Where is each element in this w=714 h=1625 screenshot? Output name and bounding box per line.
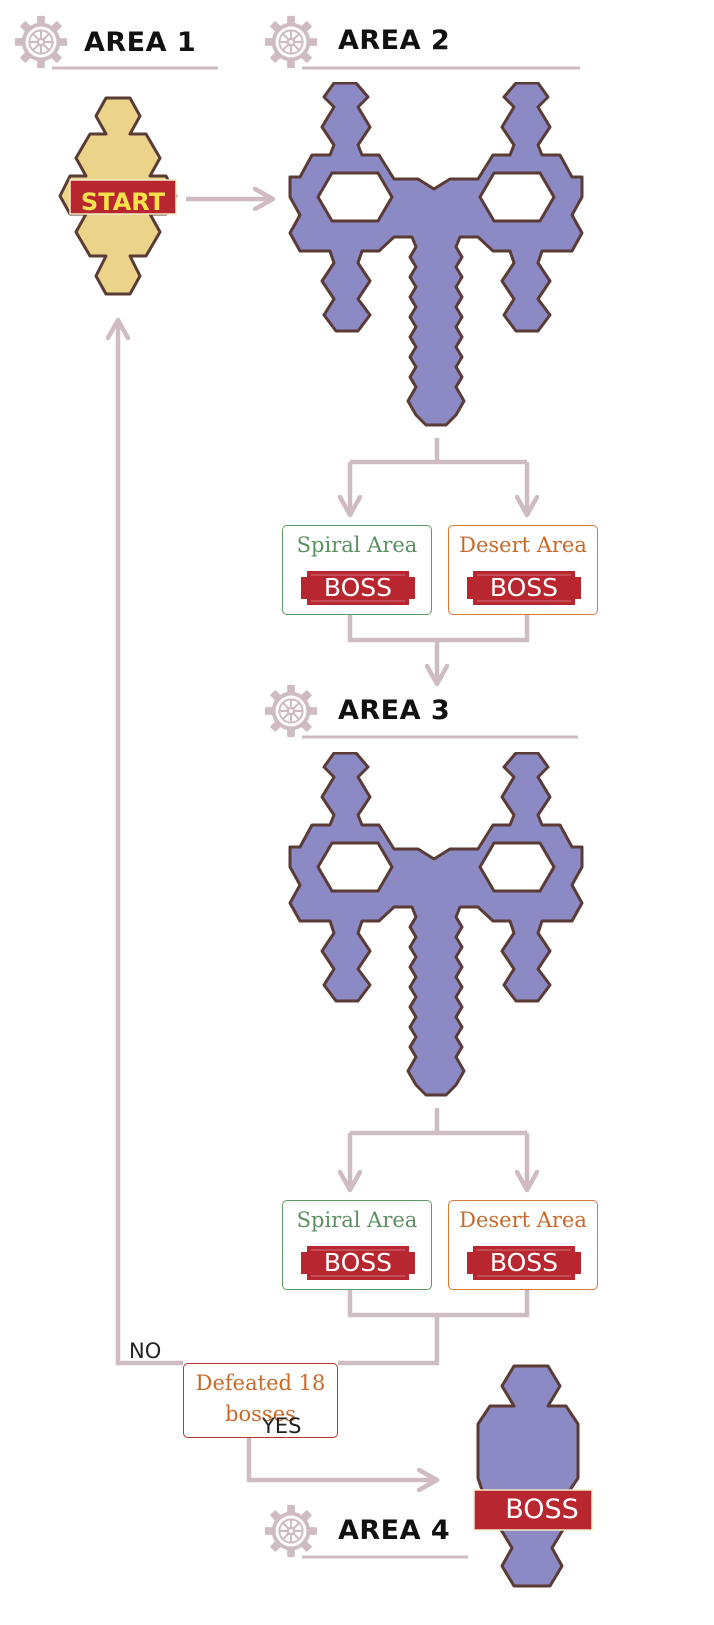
desert-area-label: Desert Area [459, 1208, 587, 1232]
to-decision-line [338, 1315, 440, 1366]
area-4-gear-icon [263, 1503, 319, 1559]
row-1-merge-line [347, 612, 530, 643]
decision-line-1: Defeated 18 [195, 1371, 326, 1395]
no-branch-label: NO [129, 1339, 162, 1363]
area-4-title: AREA 4 [338, 1515, 451, 1546]
spiral-area-label: Spiral Area [296, 1208, 418, 1232]
spiral-area-boss-card: Spiral Area BOSS [282, 1200, 432, 1290]
start-plate [69, 179, 177, 215]
area-3-title: AREA 3 [338, 695, 451, 726]
defeated-bosses-decision: Defeated 18 bosses [183, 1363, 338, 1438]
area-1-gear-icon [13, 14, 69, 70]
area-4-boss-region-shape [474, 1364, 590, 1588]
desert-area-boss-card: Desert Area BOSS [448, 1200, 598, 1290]
area-2-gear-icon [263, 14, 319, 70]
boss-label: BOSS [323, 573, 393, 602]
area-2-region-shape [288, 82, 584, 427]
spiral-area-boss-card: Spiral Area BOSS [282, 525, 432, 615]
desert-area-label: Desert Area [459, 533, 587, 557]
decision-line-2: bosses [225, 1402, 296, 1426]
start-label: START [80, 188, 166, 216]
no-loop-arrow [118, 320, 183, 1366]
area-3-gear-icon [263, 683, 319, 739]
area-1-title: AREA 1 [84, 27, 197, 58]
boss-label: BOSS [489, 573, 559, 602]
boss-label: BOSS [489, 1248, 559, 1277]
final-boss-plate [473, 1489, 593, 1531]
desert-area-boss-card: Desert Area BOSS [448, 525, 598, 615]
row-2-merge-line [347, 1287, 530, 1318]
area-2-title: AREA 2 [338, 25, 451, 56]
final-boss-label: BOSS [505, 1494, 579, 1525]
yes-to-final-boss-arrow [246, 1438, 437, 1480]
area-3-region-shape [288, 752, 584, 1097]
spiral-area-label: Spiral Area [296, 533, 418, 557]
boss-label: BOSS [323, 1248, 393, 1277]
yes-branch-label: YES [262, 1414, 302, 1438]
